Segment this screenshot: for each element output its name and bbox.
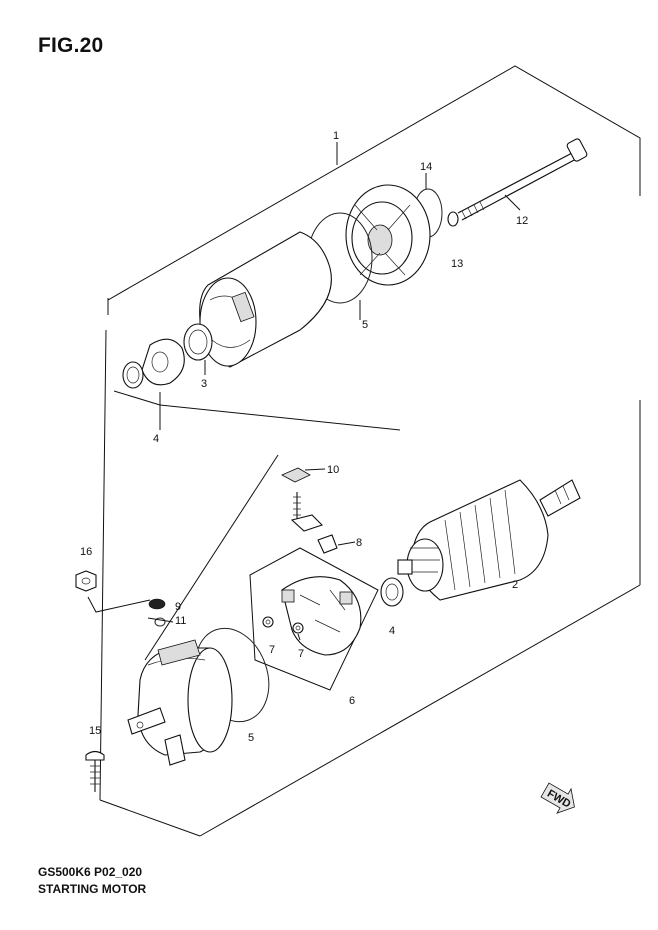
washer-13 <box>447 211 459 227</box>
callout-9: 9 <box>175 601 181 613</box>
front-cover <box>127 639 233 766</box>
callout-6: 6 <box>349 695 355 707</box>
bearing-3 <box>183 323 213 361</box>
brush-holder <box>281 576 362 656</box>
callout-5-lower: 5 <box>248 732 254 744</box>
figure-title: FIG.20 <box>38 34 104 57</box>
rear-cover <box>345 184 431 286</box>
bolt-12 <box>457 138 588 221</box>
callout-1: 1 <box>333 130 339 142</box>
lower-assembly-frame <box>99 329 641 837</box>
o-ring-11 <box>154 617 166 627</box>
screw-15 <box>85 750 105 792</box>
washer-4-lower <box>380 577 404 607</box>
leader-16-9 <box>87 596 151 613</box>
callout-10: 10 <box>327 464 339 476</box>
callout-8: 8 <box>356 537 362 549</box>
washers-4-upper <box>122 338 185 389</box>
callout-12: 12 <box>516 215 528 227</box>
nut-16 <box>75 570 97 592</box>
callout-4-upper: 4 <box>153 433 159 445</box>
model-code: GS500K6 P02_020 <box>38 865 143 879</box>
forward-arrow-icon: FWD <box>540 782 575 814</box>
terminal-bolt <box>281 467 338 554</box>
callout-13: 13 <box>451 258 463 270</box>
callout-7-left: 7 <box>269 644 275 656</box>
armature-2 <box>397 479 581 601</box>
callout-16: 16 <box>80 546 92 558</box>
upper-assembly-frame <box>107 65 641 431</box>
washer-9 <box>148 598 166 610</box>
callout-2: 2 <box>512 579 518 591</box>
callout-3: 3 <box>201 378 207 390</box>
callout-5-upper: 5 <box>362 319 368 331</box>
callout-7-right: 7 <box>298 648 304 660</box>
callout-15: 15 <box>89 725 101 737</box>
callout-14: 14 <box>420 161 432 173</box>
callout-11: 11 <box>175 615 186 627</box>
callout-4-lower: 4 <box>389 625 395 637</box>
diagram-caption: STARTING MOTOR <box>38 882 147 896</box>
brushes-7 <box>262 616 304 634</box>
yoke-housing <box>199 231 332 368</box>
leader-lines <box>147 142 521 641</box>
